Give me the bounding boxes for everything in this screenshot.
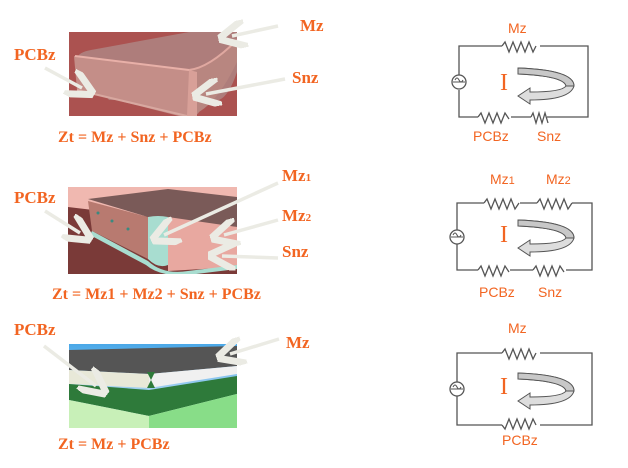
circuit-2 [449,197,593,278]
arrow-pcbz [44,209,80,233]
circuit-label-pcbz: PCBz [479,284,515,300]
label-pcbz: PCBz [14,188,56,207]
circuit-label-mz2: Mz2 [546,171,571,187]
equation: Zt = Mz + PCBz [58,436,170,453]
resistor-mz1 [483,197,520,211]
arrow-mz [230,339,280,354]
label-mz: Mz [300,16,324,35]
arrow-mz2 [224,220,279,235]
resistor-pcbz [477,111,510,125]
current-arrows [517,67,575,410]
label-snz: Snz [282,242,309,261]
equation: Zt = Mz1 + Mz2 + Snz + PCBz [52,286,261,303]
label-mz: Mz [286,333,310,352]
ac-source-icon [449,229,465,245]
arrow-pcbz [42,344,96,386]
resistor-snz [530,110,549,126]
circuit-label-mz1: Mz1 [490,171,515,187]
equation: Zt = Mz + Snz + PCBz [58,129,212,146]
resistor-pcbz [501,417,537,431]
ac-source-icon [451,74,467,90]
circuit-label-pcbz: PCBz [502,432,538,448]
arrow-pcbz [44,66,82,88]
current-label: I [500,374,508,400]
circuit-label-pcbz: PCBz [473,128,509,144]
resistor-snz [532,264,565,278]
circuit-label-snz: Snz [538,284,563,300]
label-mz2: Mz2 [282,206,312,225]
resistor-mz [501,347,537,361]
label-mz1: Mz1 [282,166,312,185]
ac-source-icon [449,381,465,397]
resistor-pcbz [477,264,510,278]
label-pcbz: PCBz [14,45,56,64]
current-label: I [500,70,508,96]
circuit-label-snz: Snz [537,128,562,144]
label-snz: Snz [292,68,319,87]
arrow-snz [206,77,286,94]
arrow-snz [222,256,279,258]
current-label: I [500,222,508,248]
arrow-mz1 [164,181,279,235]
arrow-mz [232,26,279,36]
circuit-label-mz: Mz [508,320,527,336]
resistor-mz [501,40,537,54]
circuit-label-mz: Mz [508,20,527,36]
circuit-3 [449,347,593,431]
resistor-mz2 [536,197,573,211]
label-pcbz: PCBz [14,320,56,339]
circuit-1 [451,40,589,126]
